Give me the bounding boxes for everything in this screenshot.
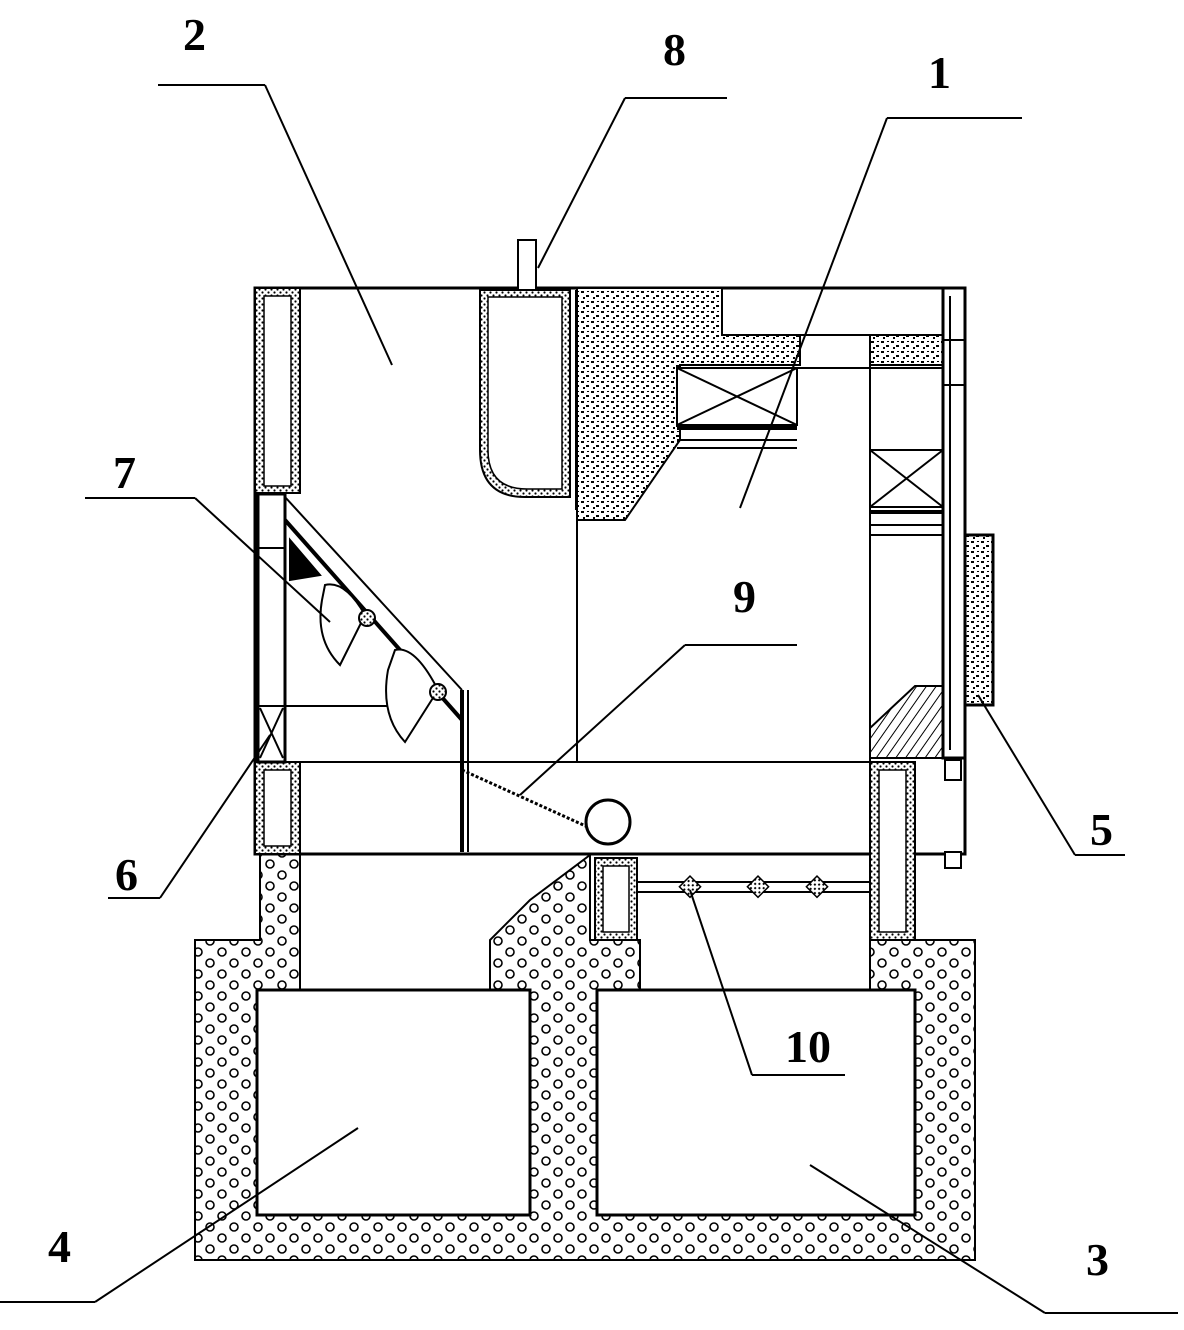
- pulley: [584, 798, 632, 846]
- chamber-3: [595, 988, 917, 1217]
- callout-4: 4: [48, 1221, 71, 1272]
- heater-element-1: [676, 367, 943, 449]
- callout-9: 9: [733, 571, 756, 622]
- callout-8: 8: [663, 24, 686, 75]
- callout-1: 1: [928, 47, 951, 98]
- callout-7: 7: [113, 447, 136, 498]
- leader-lines: [0, 84, 1178, 1314]
- pipe-line-10: [594, 857, 870, 941]
- callout-labels: 2 8 1 7 9 6 5 10 4 3: [48, 9, 1113, 1285]
- callout-5: 5: [1090, 804, 1113, 855]
- callout-10: 10: [785, 1021, 831, 1072]
- door-panel-5: [963, 533, 995, 707]
- left-wall: [254, 287, 301, 855]
- base-foundation: [194, 849, 976, 1261]
- insulation-blocks: [576, 287, 944, 521]
- inclined-rack-7: [283, 496, 469, 852]
- callout-6: 6: [115, 849, 138, 900]
- callout-3: 3: [1086, 1234, 1109, 1285]
- right-column: [869, 286, 967, 941]
- chamber-4: [255, 988, 532, 1217]
- vent-assembly: [479, 239, 571, 498]
- chain-9: [461, 768, 632, 846]
- vent-pipe-8: [517, 239, 537, 291]
- callout-2: 2: [183, 9, 206, 60]
